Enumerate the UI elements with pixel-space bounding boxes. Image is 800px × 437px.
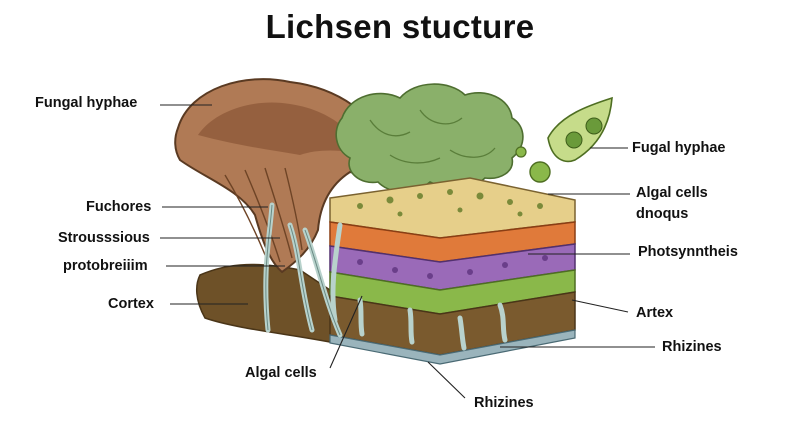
fungal-cup-inner bbox=[198, 102, 370, 155]
label-protobreiiim: protobreiiim bbox=[63, 258, 148, 274]
algal-cells-dots bbox=[357, 189, 543, 217]
label-cortex: Cortex bbox=[108, 296, 154, 312]
algal-cell-pod bbox=[547, 96, 613, 163]
hyphae-strand-outline bbox=[265, 204, 341, 336]
purple-layer-dots bbox=[357, 255, 548, 279]
label-algal-cells-bottom: Algal cells bbox=[245, 365, 317, 381]
lichen-foliage bbox=[335, 83, 524, 193]
algal-cell-pod-dot-2 bbox=[585, 117, 603, 135]
label-artex: Artex bbox=[636, 305, 674, 321]
fungal-stalk-gills bbox=[224, 167, 303, 263]
label-dnoqus: dnoqus bbox=[636, 206, 689, 222]
leader-lines bbox=[160, 104, 655, 399]
lichen-foliage-texture bbox=[369, 109, 496, 164]
label-rhizines-right: Rhizines bbox=[662, 339, 722, 355]
label-algal-cells-right: Algal cells bbox=[636, 185, 708, 201]
label-strousssious: Strousssious bbox=[58, 230, 150, 246]
spore-medium bbox=[529, 161, 551, 183]
label-fuchores: Fuchores bbox=[86, 199, 152, 215]
label-fungal-hyphae-left: Fungal hyphae bbox=[35, 95, 138, 111]
soil-mound bbox=[195, 263, 346, 346]
label-fugal-hyphae-right: Fugal hyphae bbox=[632, 140, 726, 156]
label-photosynthesis: Photsynntheis bbox=[638, 244, 738, 260]
label-rhizines-bottom: Rhizines bbox=[474, 395, 534, 411]
algal-cell-pod-dot-1 bbox=[565, 131, 583, 149]
page-title: Lichsen stucture bbox=[265, 8, 535, 45]
spore-small bbox=[515, 146, 527, 158]
